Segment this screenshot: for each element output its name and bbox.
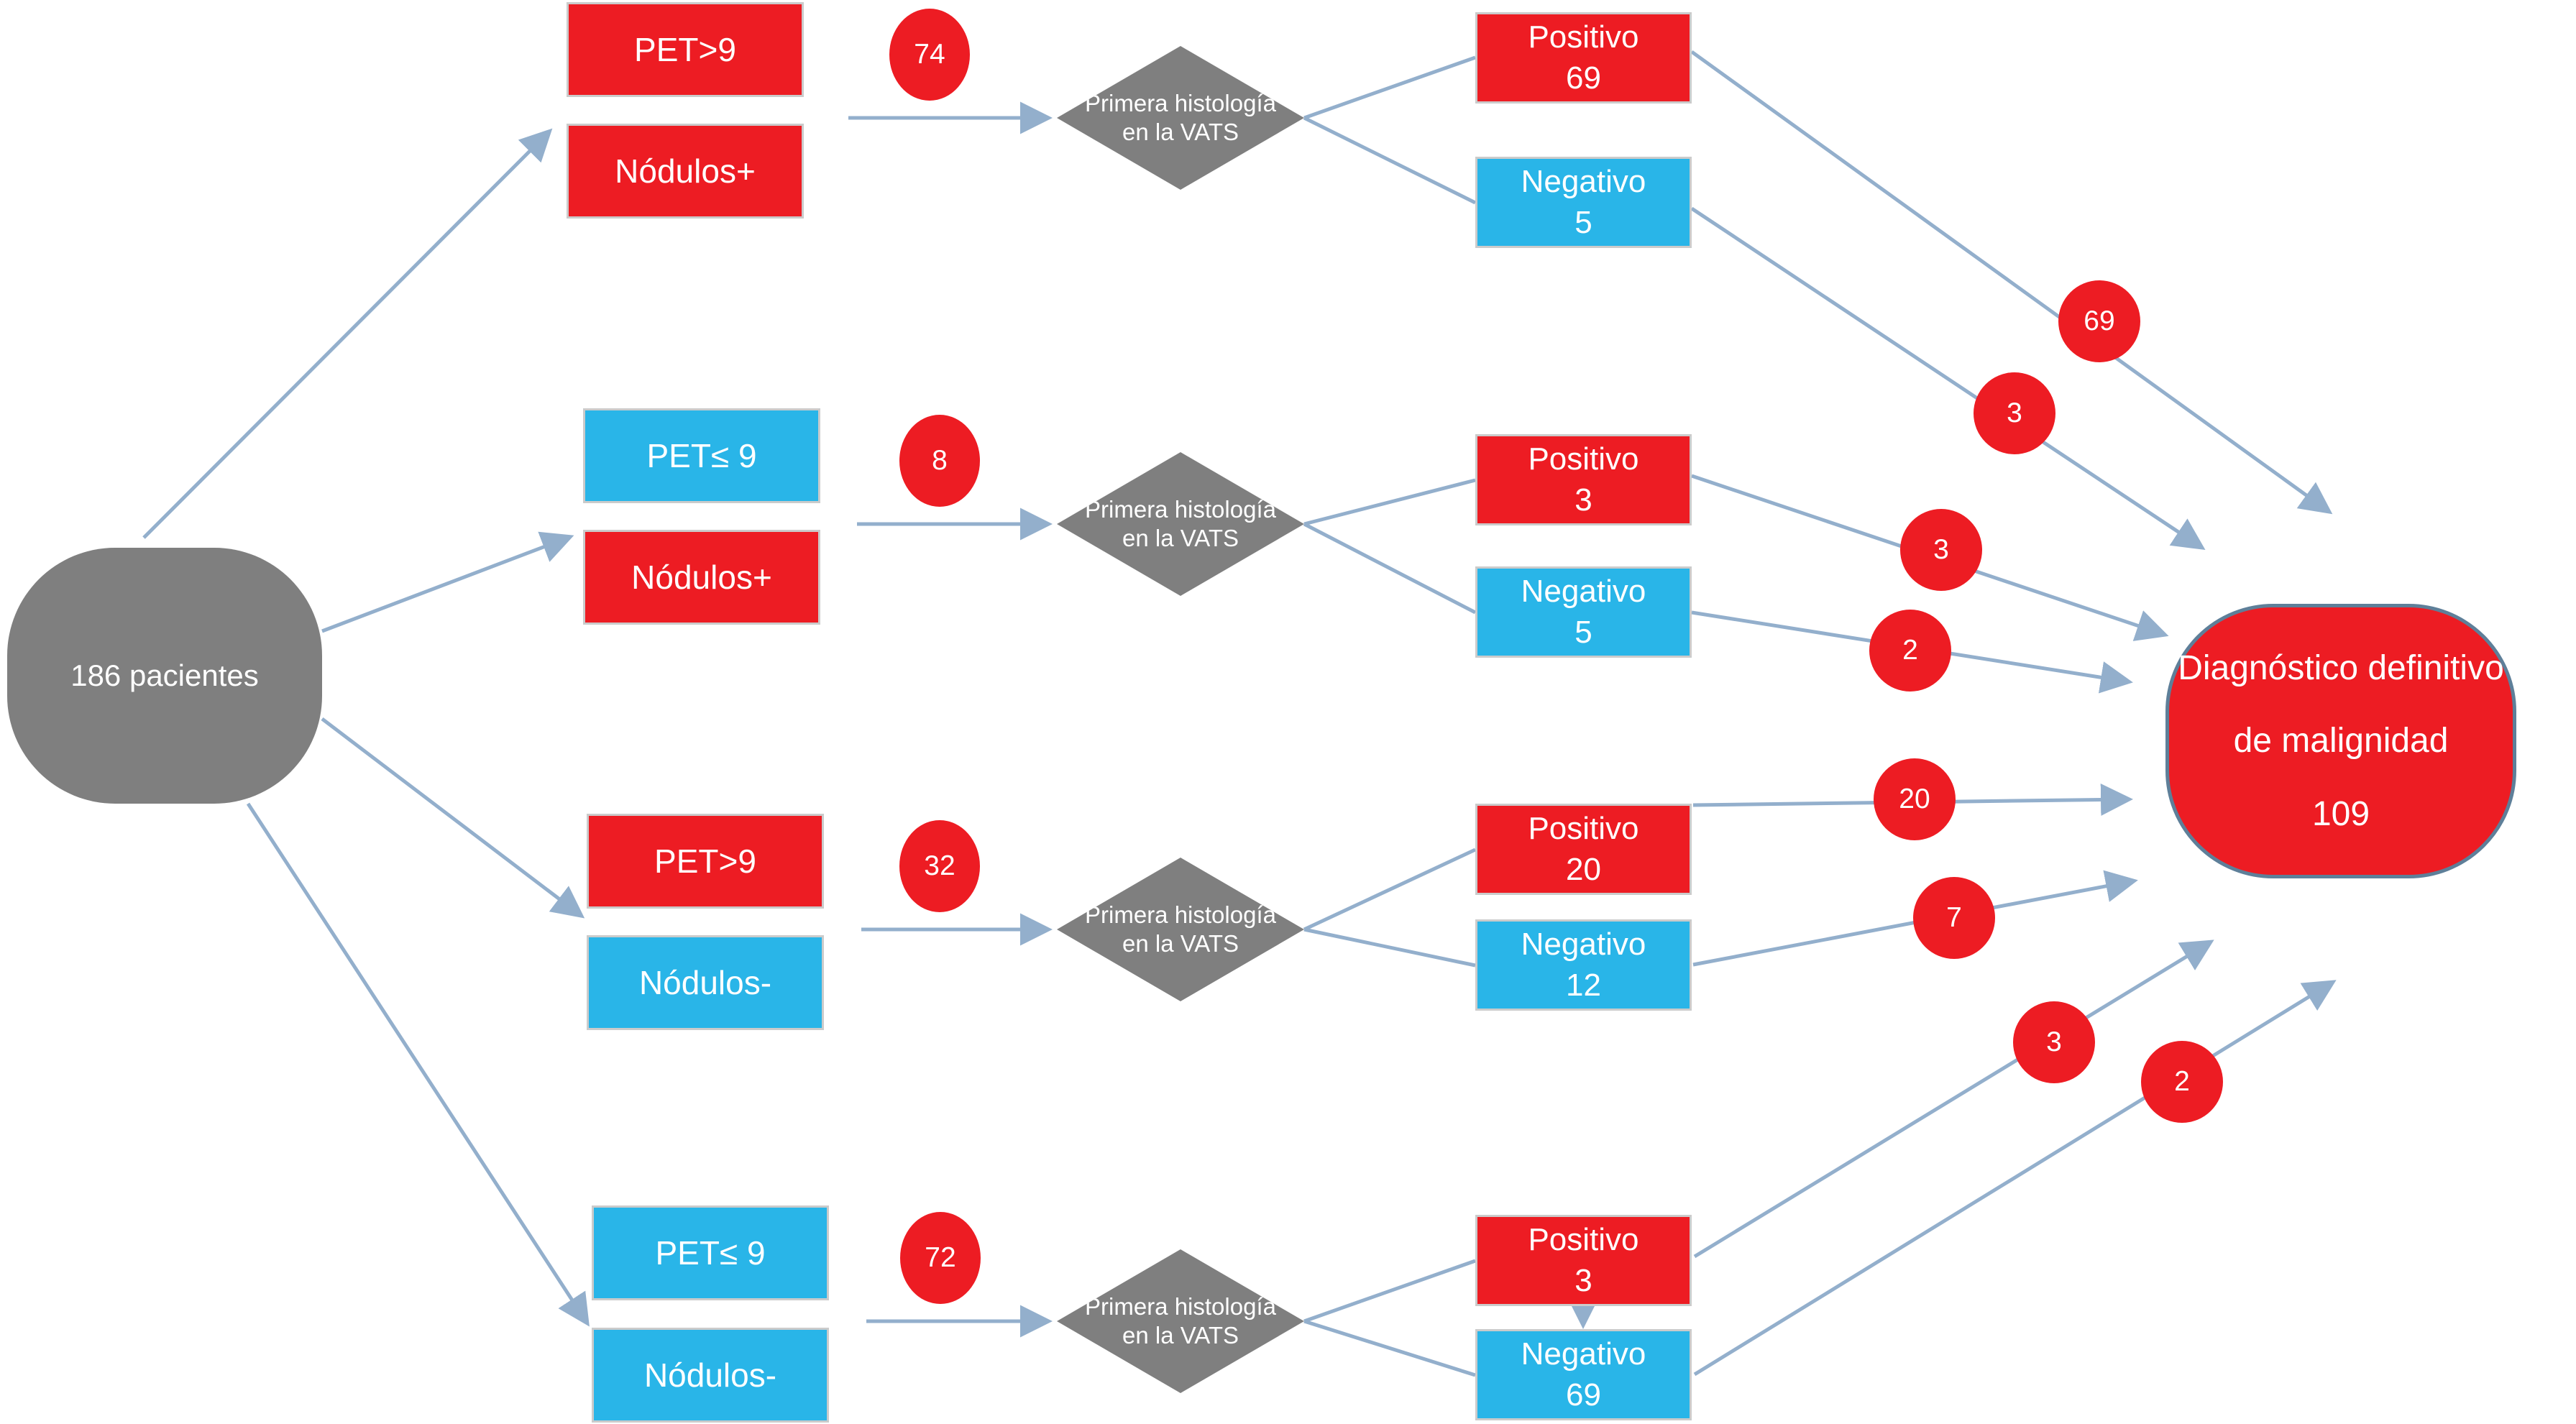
branch3-count-badge: 32 bbox=[899, 820, 980, 912]
negativo-label: Negativo bbox=[1521, 164, 1646, 200]
branch2-count-badge: 8 bbox=[899, 415, 980, 507]
edge-count: 3 bbox=[2046, 1026, 2062, 1057]
branch4-pet-box: PET≤ 9 bbox=[592, 1205, 829, 1300]
branch3-count: 32 bbox=[924, 850, 955, 881]
branch3-pet-label: PET>9 bbox=[654, 842, 756, 880]
branch2-positivo-count: 3 bbox=[1575, 482, 1592, 518]
final-line2: de malignidad bbox=[2233, 722, 2449, 761]
edge-count: 7 bbox=[1946, 902, 1962, 933]
negativo-label: Negativo bbox=[1521, 927, 1646, 963]
branch2-negativo-edge-badge: 2 bbox=[1869, 610, 1951, 692]
edge-count: 3 bbox=[1933, 534, 1949, 565]
edge-diamond4-negativo bbox=[1303, 1319, 1476, 1377]
negativo-label: Negativo bbox=[1521, 574, 1646, 610]
decision-line1: Primera histología bbox=[1085, 901, 1276, 928]
branch1-nodulos-label: Nódulos+ bbox=[615, 152, 756, 190]
branch4-negativo-edge-badge: 2 bbox=[2141, 1041, 2223, 1123]
edge-diamond3-positivo bbox=[1303, 847, 1477, 932]
final-line1: Diagnóstico definitivo bbox=[2178, 649, 2504, 688]
branch4-positivo-box: Positivo 3 bbox=[1475, 1215, 1692, 1306]
decision-line1: Primera histología bbox=[1085, 1292, 1276, 1320]
branch1-negativo-edge-badge: 3 bbox=[1974, 372, 2055, 454]
start-node: 186 pacientes bbox=[7, 548, 322, 804]
edge-count: 2 bbox=[2174, 1066, 2190, 1097]
branch4-negativo-count: 69 bbox=[1566, 1377, 1601, 1412]
branch4-nodulos-label: Nódulos- bbox=[643, 1356, 777, 1394]
branch3-pet-box: PET>9 bbox=[587, 814, 824, 909]
positivo-label: Positivo bbox=[1528, 441, 1639, 477]
decision-line2: en la VATS bbox=[1122, 1322, 1239, 1349]
branch3-negativo-count: 12 bbox=[1566, 967, 1601, 1003]
arrow-negativo1-to-final bbox=[1690, 206, 2206, 550]
branch4-nodulos-box: Nódulos- bbox=[592, 1328, 829, 1423]
branch4-count: 72 bbox=[925, 1242, 956, 1273]
edge-diamond4-positivo bbox=[1303, 1259, 1476, 1323]
positivo-label: Positivo bbox=[1528, 19, 1639, 55]
branch1-positivo-edge-badge: 69 bbox=[2058, 280, 2140, 362]
arrow-positivo1-to-final bbox=[1690, 50, 2333, 515]
branch2-negativo-box: Negativo 5 bbox=[1475, 566, 1692, 658]
branch2-negativo-count: 5 bbox=[1575, 614, 1592, 650]
edge-diamond1-negativo bbox=[1303, 116, 1477, 205]
edge-count: 20 bbox=[1899, 784, 1930, 814]
edge-count: 3 bbox=[2007, 398, 2022, 428]
decision-line2: en la VATS bbox=[1122, 119, 1239, 145]
branch4-negativo-box: Negativo 69 bbox=[1475, 1329, 1692, 1420]
branch4-count-badge: 72 bbox=[900, 1212, 981, 1304]
branch2-count: 8 bbox=[932, 445, 948, 476]
arrow-root-to-branch1 bbox=[142, 128, 553, 539]
edge-diamond1-positivo bbox=[1303, 55, 1476, 120]
branch1-count-badge: 74 bbox=[889, 9, 970, 101]
positivo-label: Positivo bbox=[1528, 1222, 1639, 1258]
branch3-positivo-count: 20 bbox=[1566, 851, 1601, 887]
branch1-positivo-count: 69 bbox=[1566, 60, 1601, 96]
branch1-negativo-count: 5 bbox=[1575, 204, 1592, 240]
branch1-pet-label: PET>9 bbox=[634, 31, 736, 68]
branch4-pet-label: PET≤ 9 bbox=[655, 1234, 766, 1272]
branch3-negativo-edge-badge: 7 bbox=[1913, 877, 1995, 959]
edge-diamond2-negativo bbox=[1303, 522, 1477, 615]
branch4-positivo-edge-badge: 3 bbox=[2013, 1001, 2095, 1083]
branch1-negativo-box: Negativo 5 bbox=[1475, 157, 1692, 248]
branch3-positivo-box: Positivo 20 bbox=[1475, 804, 1692, 895]
start-label: 186 pacientes bbox=[70, 658, 259, 692]
branch3-nodulos-label: Nódulos- bbox=[638, 964, 772, 1001]
edge-count: 2 bbox=[1902, 635, 1918, 666]
edge-diamond2-positivo bbox=[1303, 478, 1476, 526]
decision-line1: Primera histología bbox=[1085, 495, 1276, 523]
arrow-positivo4-to-final bbox=[1693, 940, 2214, 1259]
branch2-pet-box: PET≤ 9 bbox=[583, 408, 820, 503]
branch3-positivo-edge-badge: 20 bbox=[1874, 758, 1956, 840]
branch4-positivo-count: 3 bbox=[1575, 1262, 1592, 1298]
arrow-negativo4-to-final bbox=[1693, 980, 2337, 1377]
branch1-pet-box: PET>9 bbox=[567, 2, 804, 97]
branch2-nodulos-box: Nódulos+ bbox=[583, 530, 820, 625]
branch2-pet-label: PET≤ 9 bbox=[646, 437, 757, 474]
edge-diamond3-negativo bbox=[1303, 927, 1476, 968]
arrow-root-to-branch4 bbox=[246, 802, 590, 1327]
decision-line2: en la VATS bbox=[1122, 525, 1239, 551]
arrow-negativo3-to-final bbox=[1692, 870, 2138, 967]
final-count: 109 bbox=[2311, 794, 2370, 833]
branch3-negativo-box: Negativo 12 bbox=[1475, 919, 1692, 1011]
branch1-count: 74 bbox=[914, 39, 945, 70]
arrow-root-to-branch2 bbox=[321, 531, 574, 633]
positivo-label: Positivo bbox=[1528, 811, 1639, 847]
branch1-nodulos-box: Nódulos+ bbox=[567, 124, 804, 219]
branch3-nodulos-box: Nódulos- bbox=[587, 935, 824, 1030]
branch1-positivo-box: Positivo 69 bbox=[1475, 12, 1692, 104]
final-diagnosis-node: Diagnóstico definitivo de malignidad 109 bbox=[2165, 604, 2516, 878]
negativo-label: Negativo bbox=[1521, 1336, 1646, 1372]
branch2-positivo-box: Positivo 3 bbox=[1475, 434, 1692, 525]
arrow-root-to-branch3 bbox=[321, 717, 585, 919]
edge-count: 69 bbox=[2084, 306, 2115, 336]
decision-line1: Primera histología bbox=[1085, 89, 1276, 116]
branch2-nodulos-label: Nódulos+ bbox=[631, 559, 772, 596]
branch2-positivo-edge-badge: 3 bbox=[1900, 509, 1982, 591]
decision-line2: en la VATS bbox=[1122, 930, 1239, 957]
